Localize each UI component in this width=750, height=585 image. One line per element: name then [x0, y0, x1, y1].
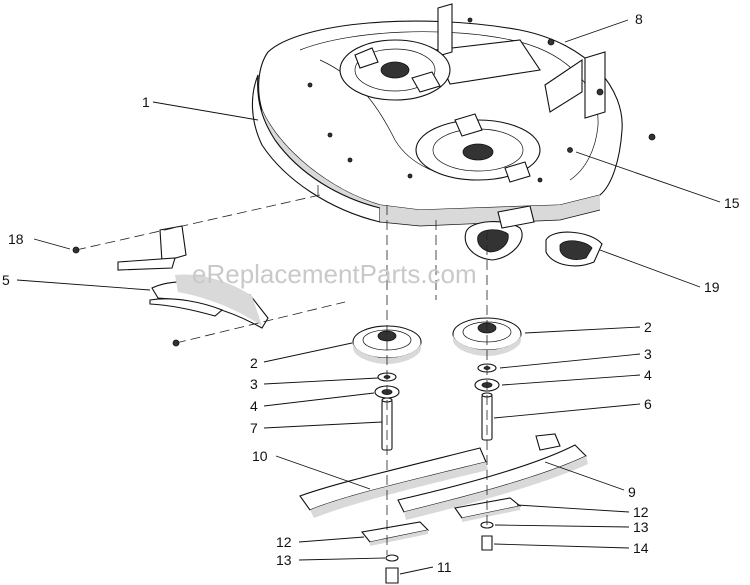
callout-12-left: 12: [276, 534, 292, 550]
callout-4-left: 4: [250, 398, 258, 414]
callout-2-right: 2: [644, 319, 652, 335]
deck-hardware: [307, 17, 656, 183]
callout-14: 14: [633, 540, 649, 556]
callout-5: 5: [2, 272, 10, 288]
deck-spindle-right: [415, 113, 541, 183]
callout-19: 19: [704, 279, 720, 295]
alignment-lines: [75, 185, 488, 555]
callout-6: 6: [644, 396, 652, 412]
callout-18: 18: [8, 231, 24, 247]
callout-3-right: 3: [644, 346, 652, 362]
hardware-lower: [360, 497, 522, 584]
callout-15: 15: [724, 195, 740, 211]
spindle-shafts: [381, 392, 493, 451]
callout-12-right: 12: [633, 504, 649, 520]
callout-1: 1: [142, 94, 150, 110]
callout-13-right: 13: [633, 519, 649, 535]
deck-spindle-left: [339, 39, 451, 101]
watermark-text: eReplacementParts.com: [192, 259, 477, 289]
callout-2-left: 2: [250, 355, 258, 371]
callout-labels: 1 8 15 18 5 19 2 2 3 3 4 4 7 6 10 9 12 1…: [2, 11, 740, 575]
callout-3-left: 3: [250, 376, 258, 392]
callout-10: 10: [252, 448, 268, 464]
discharge-chute: [72, 225, 269, 347]
callout-8: 8: [635, 11, 643, 27]
callout-9: 9: [628, 484, 636, 500]
callout-4-right: 4: [644, 367, 652, 383]
blades: [299, 433, 588, 520]
callout-13-left: 13: [276, 552, 292, 568]
callout-11: 11: [437, 559, 452, 575]
callout-7: 7: [250, 420, 258, 436]
leader-lines: [16, 19, 721, 575]
